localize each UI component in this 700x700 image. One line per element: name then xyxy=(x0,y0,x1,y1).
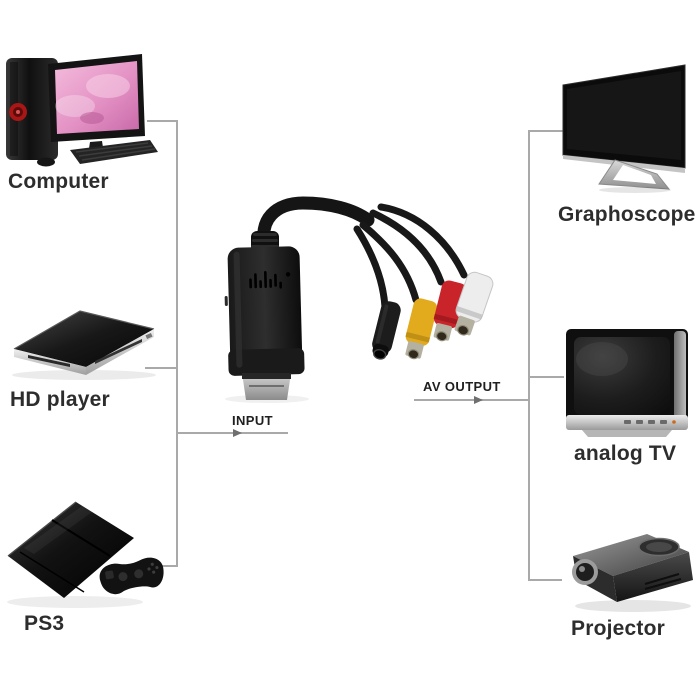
projector-icon xyxy=(572,534,693,612)
power-jack-icon xyxy=(372,301,401,360)
av-output-arrowhead-icon xyxy=(474,396,483,404)
analog-tv-icon xyxy=(566,329,688,437)
analog-tv-connector-line xyxy=(528,376,564,378)
hdmi-to-av-adapter-icon xyxy=(224,196,494,403)
graphoscope-label: Graphoscope xyxy=(558,203,696,226)
hd-player-icon xyxy=(12,310,156,380)
computer-connector-line xyxy=(147,120,178,122)
computer-label: Computer xyxy=(8,170,109,193)
input-arrowhead-icon xyxy=(233,429,242,437)
graphoscope-icon xyxy=(562,64,686,193)
hdmi-plug-icon xyxy=(242,373,291,400)
hd-player-label: HD player xyxy=(10,388,110,411)
ps3-controller-icon xyxy=(99,557,164,595)
left-bracket-vertical-line xyxy=(176,120,178,567)
av-output-label: AV OUTPUT xyxy=(423,379,501,394)
ps3-icon xyxy=(7,501,164,608)
ps3-label: PS3 xyxy=(24,612,65,635)
adapter-body xyxy=(224,246,305,376)
rca-video-yellow-icon xyxy=(405,298,438,360)
projector-label: Projector xyxy=(571,617,665,640)
input-arrow-line xyxy=(176,432,288,434)
right-bracket-vertical-line xyxy=(528,130,530,581)
analog-tv-label: analog TV xyxy=(574,442,677,465)
rca-audio-white-icon xyxy=(454,271,494,336)
projector-connector-line xyxy=(528,579,562,581)
graphoscope-connector-line xyxy=(528,130,564,132)
adapter-cable xyxy=(257,196,375,256)
av-output-arrow-line xyxy=(414,399,530,401)
hd-player-connector-line xyxy=(145,367,178,369)
computer-icon xyxy=(6,54,158,167)
input-label: INPUT xyxy=(232,413,273,428)
